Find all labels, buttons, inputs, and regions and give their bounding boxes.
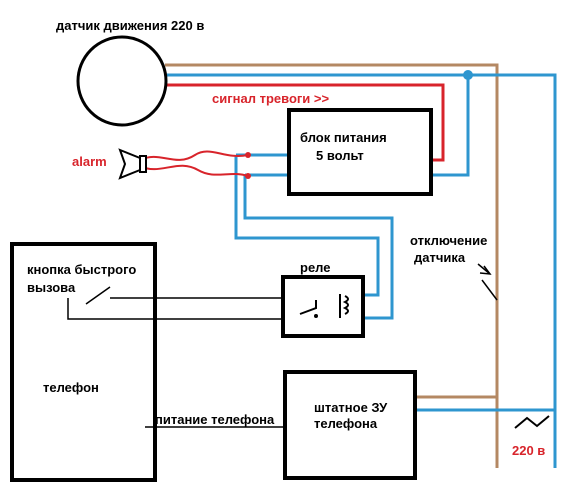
button-wires [67, 286, 283, 320]
sensor-off-label-2: датчика [414, 250, 466, 265]
speaker-node-2 [245, 173, 251, 179]
blue-control-wires [234, 153, 394, 320]
relay-block [281, 275, 365, 338]
power-block-label-2: 5 вольт [316, 148, 364, 163]
brown-mains-wires [165, 63, 499, 468]
speaker-node-1 [245, 152, 251, 158]
quick-button-label-1: кнопка быстрого [27, 262, 136, 277]
speaker-wires [139, 150, 249, 177]
sensor-disable-switch [477, 263, 498, 301]
alarm-signal-label: сигнал тревоги >> [212, 91, 329, 106]
speaker-icon [118, 148, 147, 180]
motion-sensor-circle [76, 35, 168, 127]
alarm-label: alarm [72, 154, 107, 169]
relay-coil [342, 295, 349, 315]
phone-block [10, 242, 157, 482]
sensor-off-label-1: отключение [410, 233, 487, 248]
relay-label: реле [300, 260, 331, 275]
power-block-label-1: блок питания [300, 130, 387, 145]
charger-block [283, 370, 417, 480]
quick-button-label-2: вызова [27, 280, 76, 295]
charger-label-2: телефона [314, 416, 378, 431]
mains-label: 220 в [512, 443, 545, 458]
phone-power-label: питание телефона [155, 412, 275, 427]
motion-sensor-label: датчик движения 220 в [56, 18, 204, 33]
blue-mains-wires [165, 73, 557, 468]
phone-label: телефон [43, 380, 99, 395]
charger-label-1: штатное ЗУ [314, 400, 388, 415]
junction-dot [463, 70, 473, 80]
power-supply-block [287, 108, 433, 196]
relay-contact [299, 300, 317, 315]
relay-contact-dot [314, 314, 318, 318]
ac-symbol [514, 415, 550, 429]
alarm-signal-wire [165, 83, 445, 162]
